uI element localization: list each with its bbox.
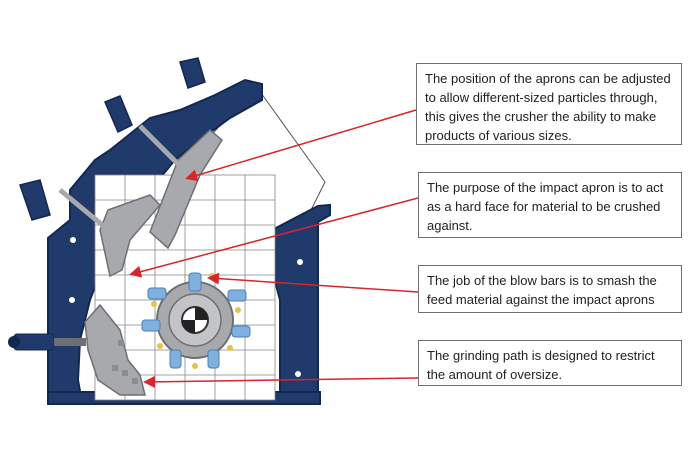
- arrow-blow-bars: [207, 272, 419, 293]
- arrow-grinding-path: [143, 375, 419, 388]
- blow-bars: [141, 272, 251, 369]
- upper-apron-rod: [138, 124, 194, 180]
- grinding-path-teeth: [112, 340, 138, 384]
- adjustment-brackets: [19, 57, 206, 221]
- arrow-aprons-position: [185, 109, 417, 182]
- hydraulic-cylinder: [8, 333, 86, 351]
- lower-impact-apron: [99, 194, 162, 278]
- lower-apron-rod: [58, 188, 120, 240]
- upper-impact-apron: [149, 128, 223, 250]
- callout-blow-bars: The job of the blow bars is to smash the…: [418, 265, 682, 313]
- right-housing-frame: [271, 203, 331, 403]
- crusher-housing-frame: [47, 78, 263, 403]
- housing-bolts: [69, 237, 303, 377]
- grinding-path: [84, 303, 146, 396]
- callout-impact-apron: The purpose of the impact apron is to ac…: [418, 172, 682, 238]
- rotor-shaft-quadrant: [195, 307, 208, 320]
- arrow-impact-apron: [129, 197, 419, 278]
- callout-grinding-path: The grinding path is designed to restric…: [418, 340, 682, 386]
- rotor-shaft-quadrant: [182, 320, 195, 333]
- callout-aprons-position: The position of the aprons can be adjust…: [416, 63, 682, 145]
